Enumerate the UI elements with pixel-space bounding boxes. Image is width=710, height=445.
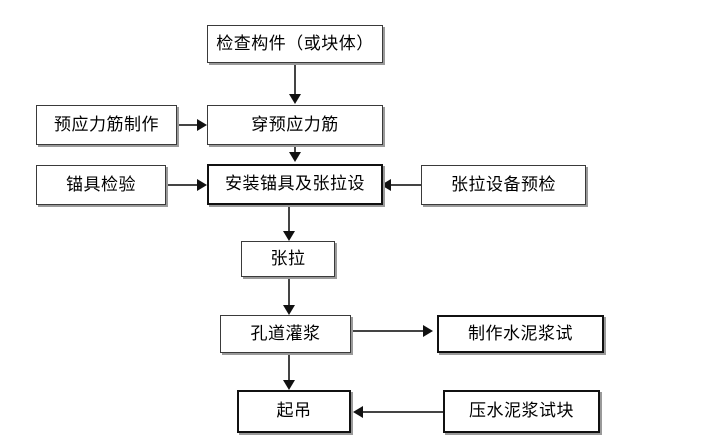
edge-thread-to-install-arrow [289,152,301,162]
node-tendon-fabrication[interactable]: 预应力筋制作 [36,105,177,145]
node-duct-grouting[interactable]: 孔道灌浆 [220,315,351,353]
edge-tendon-make-to-thread-arrow [197,119,207,131]
node-thread-tendon[interactable]: 穿预应力筋 [207,105,383,145]
edge-tension-to-grouting-arrow [283,305,295,315]
node-duct-grouting-label: 孔道灌浆 [250,323,321,344]
node-inspect-component-label: 检查构件（或块体） [216,33,374,54]
edge-inspect-to-tendon-thread-line [294,63,296,95]
node-tendon-fabrication-label: 预应力筋制作 [54,114,159,135]
edge-press-sample-to-lift-line [362,411,444,413]
edge-install-to-tension-arrow [283,231,295,241]
node-lifting-label: 起吊 [276,401,312,421]
node-press-grout-cube-label: 压水泥浆试块 [469,401,574,421]
edge-tension-to-grouting-line [288,277,290,307]
edge-install-to-tension-line [288,205,290,233]
edge-inspect-to-tendon-thread-arrow [289,94,301,104]
node-anchorage-inspection-label: 锚具检验 [66,174,136,195]
node-install-anchorage-and-jack[interactable]: 安装锚具及张拉设 [207,164,383,205]
edge-anchor-check-to-install-arrow [197,179,207,191]
edge-grouting-to-make-sample-line [352,330,425,332]
edge-grouting-to-lift-line [288,353,290,381]
node-inspect-component[interactable]: 检查构件（或块体） [207,25,383,63]
node-tensioning-label: 张拉 [270,248,306,269]
node-lifting[interactable]: 起吊 [237,390,351,433]
edge-press-sample-to-lift-arrow [353,406,363,418]
node-tensioning[interactable]: 张拉 [241,241,335,277]
node-make-grout-sample[interactable]: 制作水泥浆试 [437,315,604,353]
edge-thread-to-install-line [294,145,296,154]
edge-equip-check-to-install-line [390,184,421,186]
edge-tendon-make-to-thread-line [177,124,199,126]
node-install-anchorage-and-jack-label: 安装锚具及张拉设 [225,174,365,194]
edge-anchor-check-to-install-line [167,184,199,186]
node-thread-tendon-label: 穿预应力筋 [251,114,339,135]
edge-grouting-to-make-sample-arrow [423,325,433,337]
node-make-grout-sample-label: 制作水泥浆试 [468,323,573,344]
node-tensioning-equipment-check[interactable]: 张拉设备预检 [421,165,586,205]
node-tensioning-equipment-check-label: 张拉设备预检 [451,174,556,195]
node-anchorage-inspection[interactable]: 锚具检验 [36,165,166,205]
node-press-grout-cube[interactable]: 压水泥浆试块 [443,390,600,433]
edge-equip-check-to-install-arrow [381,179,391,191]
edge-grouting-to-lift-arrow [283,380,295,390]
